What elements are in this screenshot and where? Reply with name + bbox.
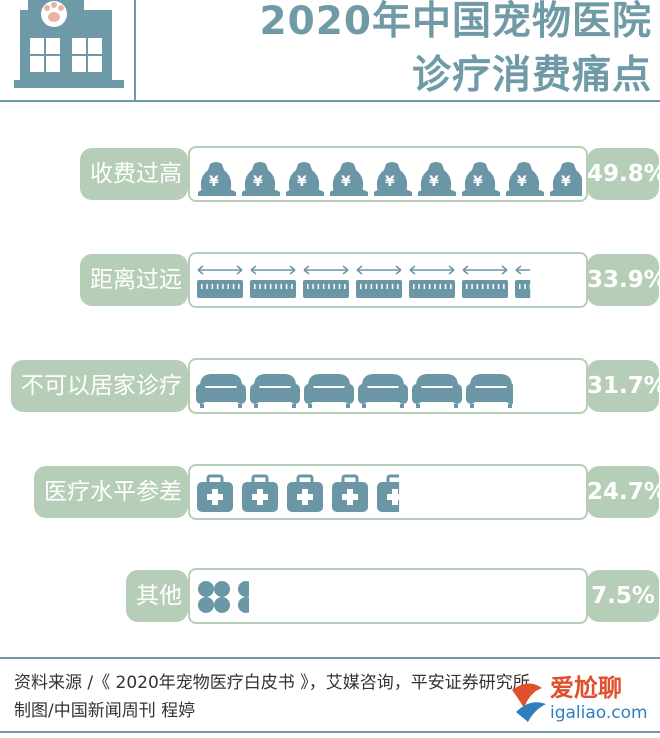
header-divider bbox=[134, 0, 136, 102]
money-bag-icon: ¥ bbox=[462, 162, 500, 196]
ruler-icon bbox=[462, 265, 508, 298]
footer-rule bbox=[0, 657, 660, 659]
ruler-icon bbox=[409, 265, 455, 298]
money-bag-icon: ¥ bbox=[506, 162, 544, 196]
bar-track bbox=[188, 358, 588, 414]
svg-text:¥: ¥ bbox=[561, 174, 571, 190]
bar-row: 其他 7.5% bbox=[0, 566, 660, 626]
bar-track: ¥¥¥¥¥¥¥¥¥¥ bbox=[188, 146, 588, 202]
sofa-icon bbox=[250, 374, 300, 408]
money-bag-icon: ¥ bbox=[418, 162, 456, 196]
svg-text:¥: ¥ bbox=[297, 174, 307, 190]
bar-row: 医疗水平参差 24.7% bbox=[0, 462, 660, 522]
page-subtitle: 诊疗消费痛点 bbox=[411, 53, 652, 98]
svg-text:¥: ¥ bbox=[473, 174, 483, 190]
footer-rule bbox=[0, 731, 660, 733]
bar-row: 收费过高 ¥¥¥¥¥¥¥¥¥¥ 49.8% bbox=[0, 144, 660, 204]
bar-track bbox=[188, 464, 588, 520]
category-label: 其他 bbox=[126, 570, 188, 622]
bar-icons-ruler bbox=[197, 265, 531, 298]
credit-line: 制图/中国新闻周刊 程婷 bbox=[14, 701, 196, 721]
category-label: 收费过高 bbox=[80, 148, 188, 200]
category-label: 距离过远 bbox=[80, 254, 188, 306]
first-aid-kit-icon bbox=[377, 474, 400, 512]
svg-text:¥: ¥ bbox=[253, 174, 263, 190]
watermark-logo: 爱尬聊 igaliao.com bbox=[512, 674, 648, 723]
bar-icons-first-aid-kit bbox=[197, 474, 400, 512]
value-label: 33.9% bbox=[587, 254, 660, 306]
bar-icons-money-bag: ¥¥¥¥¥¥¥¥¥¥ bbox=[198, 162, 582, 196]
sofa-icon bbox=[196, 374, 246, 408]
value-label: 7.5% bbox=[587, 570, 659, 622]
watermark-name: 爱尬聊 bbox=[550, 674, 622, 702]
clover-icon bbox=[198, 581, 230, 613]
header-rule bbox=[0, 100, 660, 102]
category-label: 医疗水平参差 bbox=[34, 466, 188, 518]
bar-track bbox=[188, 568, 588, 624]
first-aid-kit-icon bbox=[242, 474, 278, 512]
value-label: 24.7% bbox=[587, 466, 660, 518]
sofa-icon bbox=[412, 374, 462, 408]
source-line: 资料来源 /《 2020年宠物医疗白皮书 》，艾媒咨询，平安证券研究所 bbox=[14, 673, 530, 693]
ruler-icon bbox=[250, 265, 296, 298]
value-label: 31.7% bbox=[587, 360, 660, 412]
page-title: 2020年中国宠物医院 bbox=[259, 0, 652, 44]
money-bag-icon: ¥ bbox=[198, 162, 236, 196]
ruler-icon bbox=[303, 265, 349, 298]
watermark-url: igaliao.com bbox=[550, 703, 648, 723]
source-note: 资料来源 /《 2020年宠物医疗白皮书 》，艾媒咨询，平安证券研究所 制图/中… bbox=[14, 669, 644, 725]
watermark-mark bbox=[516, 702, 546, 722]
money-bag-icon: ¥ bbox=[550, 162, 582, 196]
ruler-icon bbox=[356, 265, 402, 298]
svg-text:¥: ¥ bbox=[209, 174, 219, 190]
svg-text:¥: ¥ bbox=[341, 174, 351, 190]
bar-track bbox=[188, 252, 588, 308]
money-bag-icon: ¥ bbox=[286, 162, 324, 196]
first-aid-kit-icon bbox=[287, 474, 323, 512]
sofa-icon bbox=[466, 374, 514, 408]
svg-text:¥: ¥ bbox=[429, 174, 439, 190]
money-bag-icon: ¥ bbox=[374, 162, 412, 196]
first-aid-kit-icon bbox=[332, 474, 368, 512]
watermark-mark bbox=[512, 683, 542, 708]
ruler-icon bbox=[515, 265, 531, 298]
clover-icon bbox=[238, 581, 249, 613]
money-bag-icon: ¥ bbox=[330, 162, 368, 196]
bar-icons-clover bbox=[198, 581, 249, 613]
value-label: 49.8% bbox=[587, 148, 660, 200]
money-bag-icon: ¥ bbox=[242, 162, 280, 196]
ruler-icon bbox=[197, 265, 243, 298]
pet-hospital-icon bbox=[14, 0, 124, 88]
sofa-icon bbox=[304, 374, 354, 408]
bar-icons-sofa bbox=[196, 374, 514, 408]
sofa-icon bbox=[358, 374, 408, 408]
svg-text:¥: ¥ bbox=[385, 174, 395, 190]
first-aid-kit-icon bbox=[197, 474, 233, 512]
svg-text:¥: ¥ bbox=[517, 174, 527, 190]
header: 2020年中国宠物医院 诊疗消费痛点 bbox=[0, 0, 660, 102]
category-label: 不可以居家诊疗 bbox=[11, 360, 188, 412]
bar-row: 距离过远 33.9% bbox=[0, 250, 660, 310]
bar-row: 不可以居家诊疗 31.7% bbox=[0, 356, 660, 416]
